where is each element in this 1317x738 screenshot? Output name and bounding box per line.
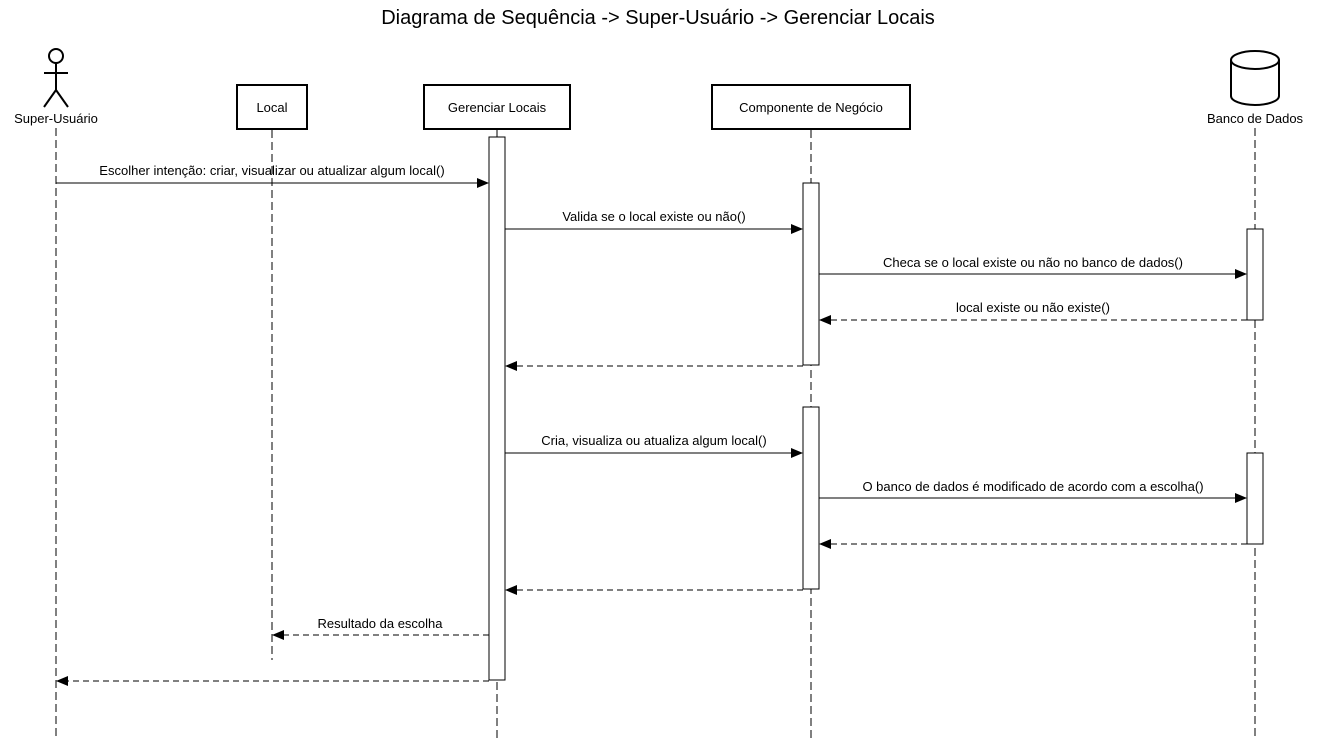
message-label-escolher: Escolher intenção: criar, visualizar ou … [99,163,444,178]
message-label-modifica: O banco de dados é modificado de acordo … [862,479,1203,494]
participant-label-banco-dados: Banco de Dados [1207,111,1304,126]
participant-local: Local [236,84,308,130]
actor-label-super-usuario: Super-Usuário [14,111,98,126]
activation-componente-1 [802,182,820,366]
database-icon [1230,50,1280,106]
participant-componente-negocio: Componente de Negócio [711,84,911,130]
participant-label-gerenciar-locais: Gerenciar Locais [448,100,547,115]
diagram-title: Diagrama de Sequência -> Super-Usuário -… [381,7,935,29]
message-label-checa: Checa se o local existe ou não no banco … [883,255,1183,270]
actor-icon [43,48,69,108]
activation-gerenciar-locais [488,136,506,681]
participant-label-local: Local [256,100,287,115]
message-label-resultado: Resultado da escolha [317,616,443,631]
activation-banco-2 [1246,452,1264,545]
message-label-valida: Valida se o local existe ou não() [562,209,745,224]
participant-label-componente-negocio: Componente de Negócio [739,100,883,115]
message-label-return-existe: local existe ou não existe() [956,300,1110,315]
message-label-cria: Cria, visualiza ou atualiza algum local(… [541,433,766,448]
activation-componente-2 [802,406,820,590]
participant-gerenciar-locais: Gerenciar Locais [423,84,571,130]
activation-banco-1 [1246,228,1264,321]
